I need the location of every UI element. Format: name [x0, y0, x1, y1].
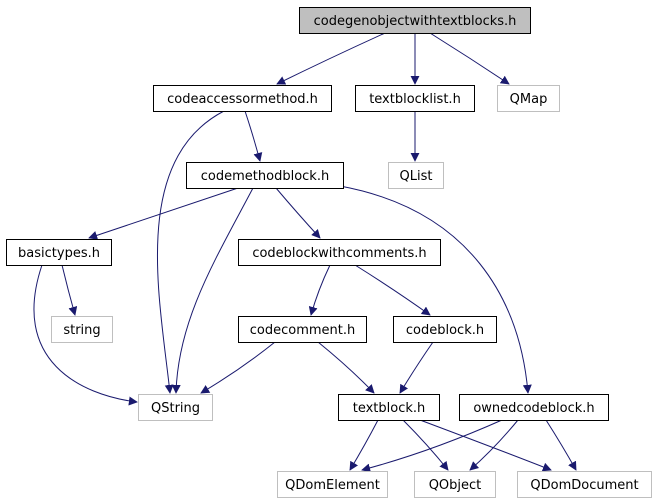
edge-cc-to-qstring — [200, 341, 276, 394]
node-qstring[interactable]: QString — [138, 394, 213, 421]
node-cam[interactable]: codeaccessormethod.h — [153, 85, 332, 112]
node-label-tb: textblock.h — [353, 401, 426, 416]
edge-tb-to-qobj — [402, 419, 449, 471]
node-tb[interactable]: textblock.h — [338, 394, 440, 421]
edge-cbwc-to-cb — [354, 264, 431, 316]
edge-cb-to-tb — [399, 341, 434, 394]
node-label-qmap: QMap — [510, 92, 548, 107]
edge-cmb-to-qstring — [171, 187, 254, 394]
edge-tb-to-qde — [349, 419, 379, 471]
edge-tb-to-qdd — [419, 419, 552, 472]
node-label-qde: QDomElement — [285, 478, 380, 493]
node-box-qdd — [517, 471, 652, 498]
node-label-cbwc: codeblockwithcomments.h — [252, 246, 426, 261]
nodes-layer: codegenobjectwithtextblocks.h codeaccesso… — [6, 7, 652, 498]
edge-root-to-cam — [276, 32, 386, 85]
edge-root-to-qmap — [429, 32, 510, 85]
node-box-cbwc — [238, 239, 441, 266]
node-box-qstring — [138, 394, 213, 421]
node-box-bt — [6, 239, 112, 266]
node-label-cam: codeaccessormethod.h — [167, 92, 318, 107]
edge-cmb-to-bt — [88, 187, 239, 240]
edge-cc-to-tb — [317, 341, 375, 394]
edge-cmb-to-ocb — [339, 185, 532, 394]
node-qmap[interactable]: QMap — [497, 85, 560, 112]
edge-bt-to-string — [61, 264, 78, 316]
edge-cam-to-cmb — [244, 110, 263, 162]
node-label-tbl: textblocklist.h — [369, 92, 461, 107]
node-qobj[interactable]: QObject — [414, 471, 496, 498]
edge-ocb-to-qobj — [469, 419, 519, 471]
node-tbl[interactable]: textblocklist.h — [355, 85, 475, 112]
node-cb[interactable]: codeblock.h — [393, 316, 497, 343]
node-cmb[interactable]: codemethodblock.h — [186, 162, 344, 189]
node-box-cmb — [186, 162, 344, 189]
node-box-string — [51, 316, 113, 343]
node-box-cam — [153, 85, 332, 112]
node-ocb[interactable]: ownedcodeblock.h — [459, 394, 609, 421]
node-label-ocb: ownedcodeblock.h — [473, 401, 594, 416]
node-label-bt: basictypes.h — [18, 246, 100, 261]
node-box-tbl — [355, 85, 475, 112]
node-label-cmb: codemethodblock.h — [201, 169, 329, 184]
edge-cbwc-to-cc — [308, 264, 331, 316]
node-box-qde — [277, 471, 388, 498]
node-label-root: codegenobjectwithtextblocks.h — [314, 14, 517, 29]
node-label-qstring: QString — [151, 401, 200, 416]
edges-layer — [33, 32, 577, 473]
node-cbwc[interactable]: codeblockwithcomments.h — [238, 239, 441, 266]
edge-ocb-to-qdd — [545, 419, 577, 471]
node-label-qdd: QDomDocument — [530, 478, 638, 493]
node-box-tb — [338, 394, 440, 421]
node-box-qlist — [388, 162, 444, 189]
edge-cam-to-qstring — [156, 110, 225, 394]
node-box-cc — [238, 316, 367, 343]
node-bt[interactable]: basictypes.h — [6, 239, 112, 266]
node-label-qobj: QObject — [429, 478, 482, 493]
edge-ocb-to-qde — [361, 419, 503, 473]
node-cc[interactable]: codecomment.h — [238, 316, 367, 343]
node-box-root — [299, 7, 531, 34]
node-box-qobj — [414, 471, 496, 498]
node-qde[interactable]: QDomElement — [277, 471, 388, 498]
node-label-string: string — [63, 323, 100, 338]
node-box-cb — [393, 316, 497, 343]
edge-cmb-to-cbwc — [275, 187, 321, 239]
node-box-qmap — [497, 85, 560, 112]
node-qdd[interactable]: QDomDocument — [517, 471, 652, 498]
node-string[interactable]: string — [51, 316, 113, 343]
node-label-cc: codecomment.h — [250, 323, 356, 338]
node-qlist[interactable]: QList — [388, 162, 444, 189]
edge-bt-to-qstring — [33, 264, 138, 406]
node-label-cb: codeblock.h — [406, 323, 484, 338]
node-box-ocb — [459, 394, 609, 421]
node-label-qlist: QList — [400, 169, 433, 184]
node-root[interactable]: codegenobjectwithtextblocks.h — [299, 7, 531, 34]
